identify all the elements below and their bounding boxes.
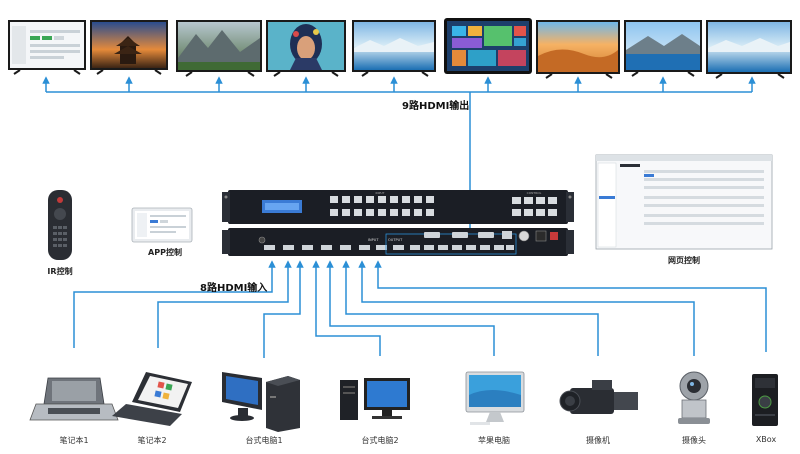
tv-9 [706,20,792,79]
webcam-icon [678,371,710,424]
tv-2 [90,20,168,75]
fan-icon [518,230,530,242]
input-bus [73,260,767,358]
tv-3 [176,20,262,77]
power-socket [535,230,547,242]
rs485-port [452,232,468,238]
ir-remote-icon [48,190,72,260]
tv-row [8,18,792,79]
tv-7 [536,20,620,79]
laptop-2-icon [112,372,192,426]
matrix-front-panel [228,190,568,224]
app-label: APP控制 [148,248,182,257]
ground-screw [258,236,266,244]
power-switch [550,232,558,240]
source-label-6: 摄像机 [586,436,610,445]
rear-output-group [385,233,517,255]
source-label-3: 台式电脑1 [245,436,283,445]
output-label: 9路HDMI输出 [402,101,470,112]
source-label-8: XBox [755,435,777,444]
input-label: 8路HDMI输入 [200,283,268,294]
tv-1 [8,20,86,75]
source-label-4: 台式电脑2 [361,436,399,445]
tv-4 [266,20,346,77]
source-label-5: 苹果电脑 [478,436,510,445]
ethernet-port [502,231,512,239]
xbox-icon [752,374,778,426]
desktop-2-icon [340,378,410,420]
source-label-2: 笔记本2 [137,436,167,445]
web-label: 网页控制 [668,256,700,265]
imac-icon [465,371,525,425]
ir-label: IR控制 [47,267,73,276]
source-label-1: 笔记本1 [59,436,89,445]
laptop-1-icon [29,377,119,421]
tv-6 [444,18,532,74]
rear-input-tag: INPUT [368,238,379,242]
front-control-buttons [512,197,557,216]
tv-8 [624,20,702,77]
rear-input-ports [264,245,404,250]
front-input-tag: INPUT [376,191,385,195]
web-control-screenshot [595,154,773,250]
matrix-rear-panel [228,228,568,256]
app-tablet-icon [131,207,193,243]
front-input-buttons [330,196,434,216]
rear-output-tag: OUTPUT [388,238,403,242]
source-label-7: 摄像头 [682,436,706,445]
rear-output-ports [410,245,514,250]
camcorder-icon [559,380,638,414]
matrix-device: INPUT CONTROL INPUT OUTPUT [222,190,574,256]
rs232-port [424,232,440,238]
desktop-1-icon [222,372,300,432]
front-control-tag: CONTROL [527,191,542,195]
tv-5 [352,20,436,77]
serial-port [478,232,494,238]
